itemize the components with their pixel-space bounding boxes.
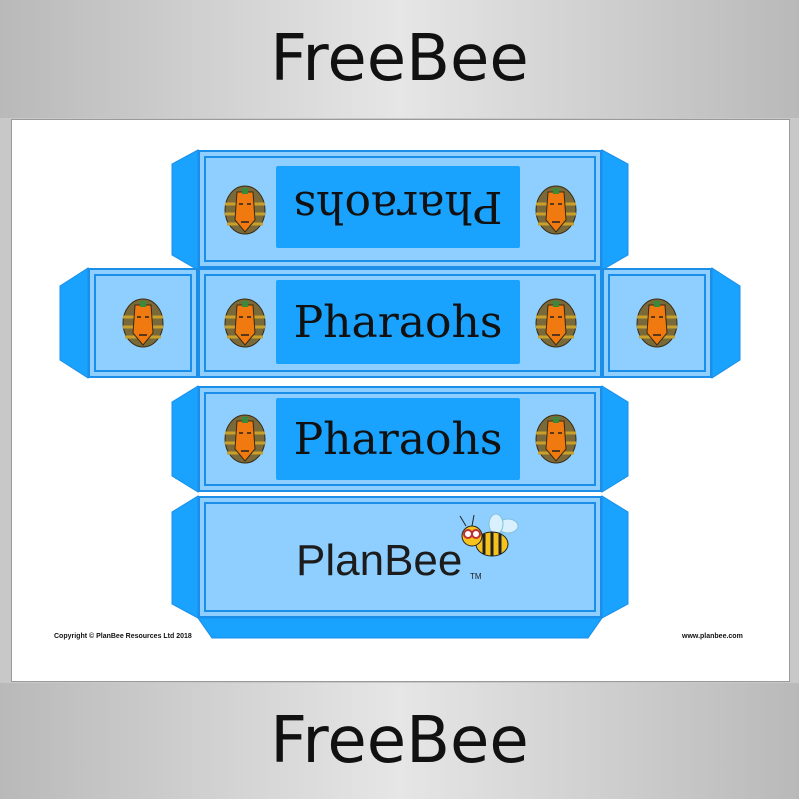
planbee-tm: TM <box>470 572 482 581</box>
top-panel: Pharaohs <box>198 150 602 268</box>
copyright-text: Copyright © PlanBee Resources Ltd 2018 <box>54 633 192 640</box>
middle-label: Pharaohs <box>276 280 520 364</box>
planbee-logo-text: PlanBee <box>296 536 463 585</box>
bottom-banner: FreeBee <box>0 683 799 799</box>
right-panel <box>602 268 712 378</box>
top-label-text: Pharaohs <box>293 181 503 233</box>
bee-mascot-icon <box>459 513 519 557</box>
website-text: www.planbee.com <box>682 633 743 640</box>
middle-label-text: Pharaohs <box>293 296 503 348</box>
top-banner-title: FreeBee <box>270 22 529 96</box>
printable-sheet: Pharaohs Pharaohs Pharaohs PlanBee TM <box>11 119 790 682</box>
tab-mid-left <box>171 385 199 493</box>
lower-label-text: Pharaohs <box>293 413 503 465</box>
tab-bottom-strip <box>197 617 603 639</box>
tab-top-left <box>171 149 199 271</box>
bottom-banner-title: FreeBee <box>270 704 529 778</box>
tab-bottom-right <box>601 495 629 619</box>
tab-mid-right <box>601 385 629 493</box>
lower-panel: Pharaohs <box>198 386 602 492</box>
bottom-panel: PlanBee TM <box>198 496 602 618</box>
tab-bottom-left <box>171 495 199 619</box>
tab-top-right <box>601 149 629 271</box>
tab-right-outer <box>711 267 741 379</box>
top-banner: FreeBee <box>0 0 799 118</box>
middle-panel: Pharaohs <box>198 268 602 378</box>
top-label: Pharaohs <box>276 166 520 248</box>
tab-left-outer <box>59 267 89 379</box>
lower-label: Pharaohs <box>276 398 520 480</box>
left-panel <box>88 268 198 378</box>
